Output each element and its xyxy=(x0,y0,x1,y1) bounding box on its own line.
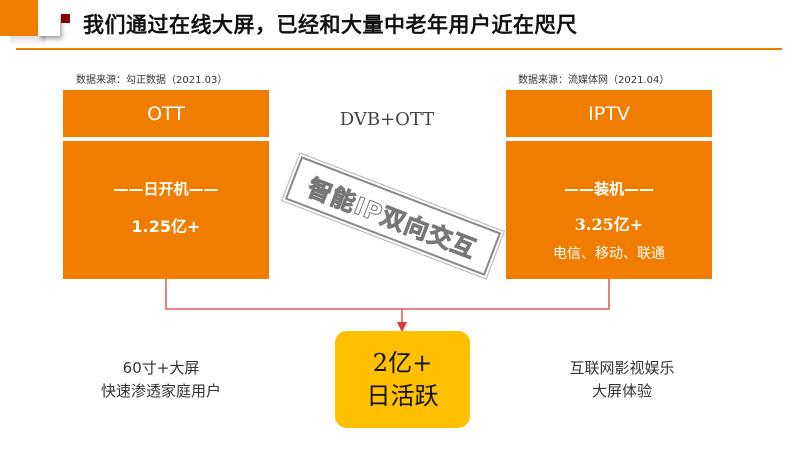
bottom-right-line1: 互联网影视娱乐 xyxy=(569,359,675,377)
slide-title: 我们通过在线大屏，已经和大量中老年用户近在咫尺 xyxy=(83,13,578,37)
bottom-right-line2: 大屏体验 xyxy=(591,381,652,400)
bottom-left-line2: 快速渗透家庭用户 xyxy=(100,381,221,400)
daily-active-label: 日活跃 xyxy=(366,381,439,410)
ott-source-note: 数据来源：勾正数据（2021.03） xyxy=(76,75,228,86)
logo-white-square xyxy=(38,14,60,36)
iptv-source-note: 数据来源：流媒体网（2021.04） xyxy=(518,75,670,86)
bottom-right-caption: 互联网影视娱乐 大屏体验 xyxy=(537,357,707,402)
bottom-left-caption: 60寸+大屏 快速渗透家庭用户 xyxy=(76,357,246,402)
ott-value: 1.25亿+ xyxy=(131,217,201,236)
ott-label: OTT xyxy=(147,102,185,125)
iptv-label: IPTV xyxy=(588,102,630,125)
logo-orange-square xyxy=(0,0,38,36)
iptv-metric: ——装机—— xyxy=(563,180,654,198)
logo-red-square xyxy=(61,14,70,23)
dvb-ott-label: DVB+OTT xyxy=(339,109,435,130)
logo-shadow xyxy=(10,34,46,46)
iptv-value: 3.25亿+ xyxy=(574,215,644,234)
daily-active-value: 2亿+ xyxy=(372,349,433,378)
ott-panel: ——日开机—— 1.25亿+ xyxy=(63,141,269,279)
title-divider xyxy=(16,48,782,50)
ott-metric: ——日开机—— xyxy=(113,180,219,198)
ott-header: OTT xyxy=(63,90,269,137)
daily-active-box: 2亿+ 日活跃 xyxy=(335,331,470,428)
iptv-carriers: 电信、移动、联通 xyxy=(553,246,665,262)
bottom-left-line1: 60寸+大屏 xyxy=(122,359,200,377)
iptv-panel: ——装机—— 3.25亿+ 电信、移动、联通 xyxy=(506,141,712,279)
connector-line xyxy=(165,279,610,310)
iptv-header: IPTV xyxy=(506,90,712,137)
